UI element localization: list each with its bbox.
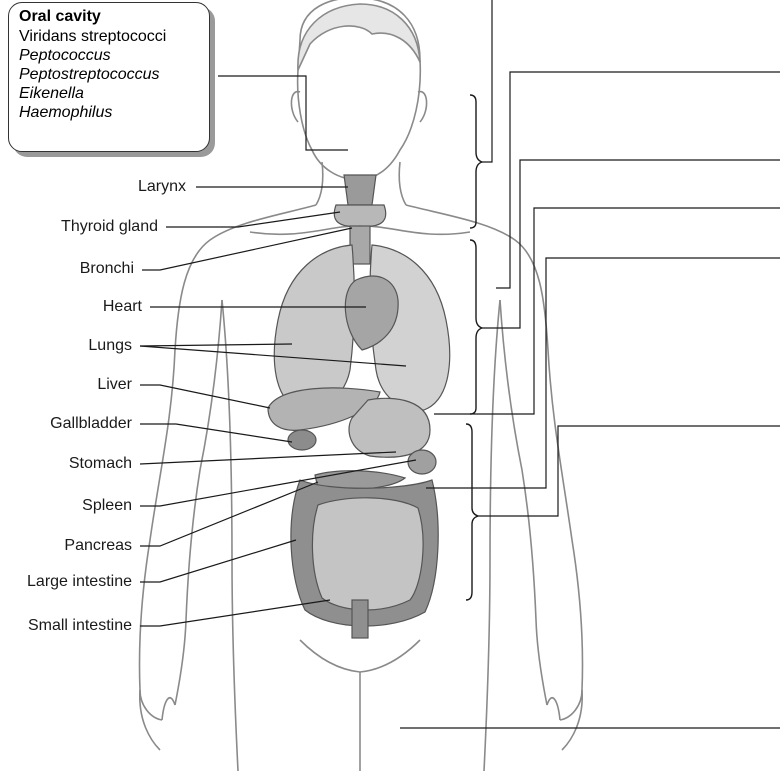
leader-right-1 (482, 0, 492, 162)
organism-eikenella: Eikenella (19, 84, 209, 103)
leader-oral (218, 76, 348, 150)
organs (268, 175, 450, 638)
arm-right-inner (500, 300, 547, 705)
organism-viridans: Viridans streptococci (19, 27, 209, 46)
neck-left (316, 162, 323, 205)
label-pancreas: Pancreas (64, 537, 132, 555)
label-spleen: Spleen (82, 497, 132, 515)
label-gallbladder: Gallbladder (50, 415, 132, 433)
waist-right (484, 300, 500, 771)
label-thyroid-gland: Thyroid gland (61, 218, 158, 236)
gallbladder-shape (288, 430, 316, 450)
leader-thyroid (166, 212, 340, 227)
label-heart: Heart (103, 298, 142, 316)
label-bronchi: Bronchi (80, 260, 134, 278)
brackets (466, 95, 482, 600)
groin (300, 640, 420, 672)
leader-small-intestine (140, 600, 330, 626)
hand-right (547, 690, 582, 750)
organism-peptostreptococcus: Peptostreptococcus (19, 65, 209, 84)
small-intestine-shape (312, 498, 423, 610)
label-small-intestine: Small intestine (28, 617, 132, 635)
oral-cavity-callout: Oral cavity Viridans streptococci Peptoc… (8, 2, 210, 152)
leader-gallbladder (140, 424, 292, 442)
leader-right-5 (426, 258, 780, 488)
larynx-shape (344, 175, 376, 205)
leader-lungs-a (140, 344, 292, 346)
neck-right (399, 162, 406, 205)
bracket-head (470, 95, 482, 228)
stomach-shape (349, 398, 430, 457)
organism-peptococcus: Peptococcus (19, 46, 209, 65)
thyroid-shape (334, 205, 385, 226)
bracket-chest (470, 240, 482, 414)
leader-right-2 (496, 72, 780, 288)
label-stomach: Stomach (69, 455, 132, 473)
waist-left (222, 300, 238, 771)
spleen-shape (408, 450, 436, 474)
label-larynx: Larynx (138, 178, 186, 196)
leader-lines (140, 0, 780, 728)
leader-right-3 (482, 160, 780, 328)
bracket-abdomen (466, 424, 478, 600)
oral-cavity-title: Oral cavity (19, 7, 209, 27)
label-lungs: Lungs (88, 337, 132, 355)
label-large-intestine: Large intestine (27, 573, 132, 591)
leader-right-6 (478, 426, 780, 516)
label-liver: Liver (97, 376, 132, 394)
leader-right-4 (434, 208, 780, 414)
organism-haemophilus: Haemophilus (19, 103, 209, 122)
hair-outline (298, 4, 420, 70)
leader-liver (140, 385, 270, 408)
rectum-shape (352, 600, 368, 638)
leader-large-intestine (140, 540, 296, 582)
lung-left-shape (274, 245, 354, 410)
leader-stomach (140, 452, 396, 464)
hand-left (140, 690, 175, 750)
